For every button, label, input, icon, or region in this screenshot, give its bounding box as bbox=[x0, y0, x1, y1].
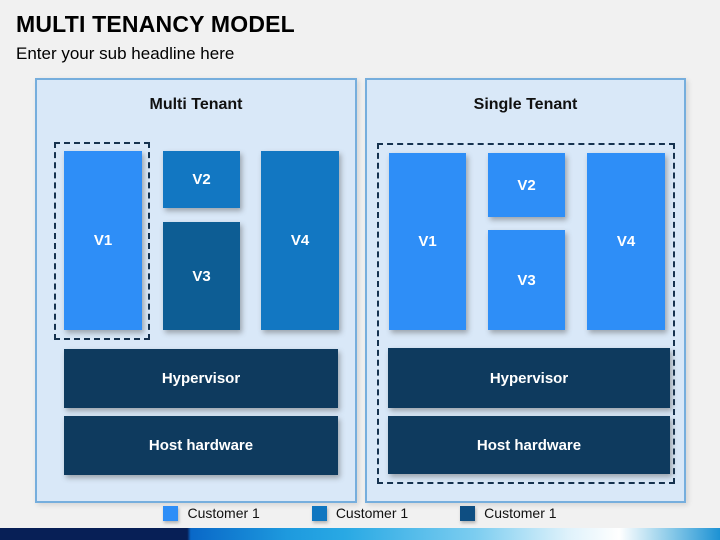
host-hardware-label: Host hardware bbox=[148, 437, 254, 454]
hypervisor-label: Hypervisor bbox=[161, 370, 241, 387]
legend-swatch-bright-blue bbox=[163, 505, 179, 521]
legend-label: Customer 1 bbox=[187, 505, 260, 521]
panel-single-tenant: Single Tenant V1 V2 V3 V4 Hypervisor Hos… bbox=[365, 78, 686, 503]
legend-item-customer-2: Customer 1 bbox=[311, 505, 409, 521]
footer-accent-bar bbox=[0, 528, 720, 540]
panel-multi-tenant: Multi Tenant V1 V2 V3 V4 Hypervisor Host… bbox=[35, 78, 357, 503]
customer-boundary-dashed-multi bbox=[54, 142, 150, 340]
vm-block-v1: V1 bbox=[64, 151, 142, 330]
vm-block-v3: V3 bbox=[163, 222, 240, 330]
vm-label: V4 bbox=[290, 232, 310, 249]
vm-block-v2: V2 bbox=[488, 153, 565, 217]
legend-item-customer-3: Customer 1 bbox=[460, 505, 557, 521]
legend-swatch-dark-blue bbox=[460, 505, 476, 521]
vm-label: V2 bbox=[517, 176, 536, 194]
vm-block-v3: V3 bbox=[488, 230, 565, 330]
vm-block-v4: V4 bbox=[587, 153, 665, 330]
customer-boundary-dashed-single bbox=[377, 143, 675, 484]
hypervisor-bar: Hypervisor bbox=[388, 348, 670, 408]
legend-item-customer-1: Customer 1 bbox=[163, 505, 260, 521]
host-hardware-bar: Host hardware bbox=[64, 416, 338, 475]
vm-label: V2 bbox=[192, 171, 211, 188]
host-hardware-bar: Host hardware bbox=[388, 416, 670, 474]
legend-swatch-medium-blue bbox=[311, 505, 327, 521]
page-title: MULTI TENANCY MODEL bbox=[16, 11, 295, 37]
vm-block-v4: V4 bbox=[261, 151, 339, 330]
page-subtitle: Enter your sub headline here bbox=[16, 44, 235, 63]
hypervisor-bar: Hypervisor bbox=[64, 349, 338, 408]
vm-label: V1 bbox=[93, 232, 113, 249]
legend: Customer 1 Customer 1 Customer 1 bbox=[0, 502, 720, 524]
panel-single-tenant-title: Single Tenant bbox=[473, 96, 578, 113]
vm-label: V1 bbox=[418, 233, 437, 250]
panel-multi-tenant-title: Multi Tenant bbox=[149, 96, 243, 113]
legend-label: Customer 1 bbox=[484, 505, 557, 521]
vm-label: V3 bbox=[517, 271, 536, 289]
vm-label: V3 bbox=[192, 267, 211, 285]
legend-label: Customer 1 bbox=[335, 505, 409, 521]
hypervisor-label: Hypervisor bbox=[489, 369, 569, 387]
host-hardware-label: Host hardware bbox=[476, 436, 582, 454]
vm-label: V4 bbox=[616, 233, 636, 250]
vm-block-v2: V2 bbox=[163, 151, 240, 208]
vm-block-v1: V1 bbox=[389, 153, 466, 330]
